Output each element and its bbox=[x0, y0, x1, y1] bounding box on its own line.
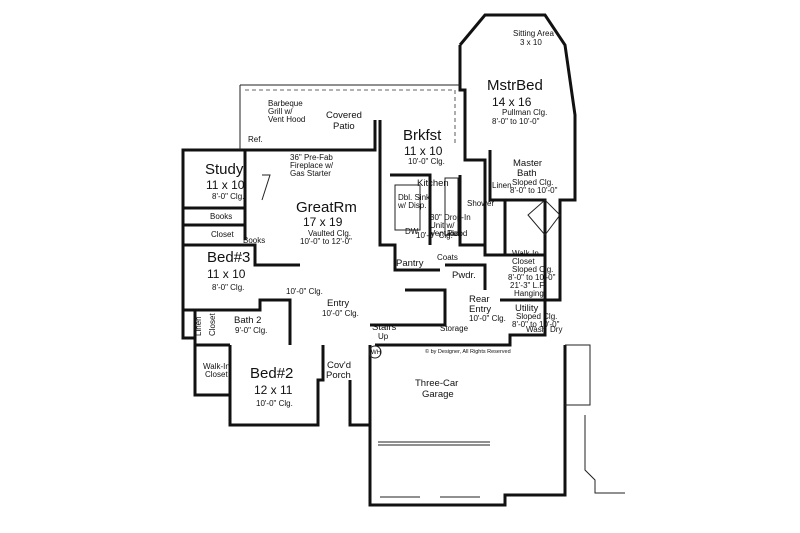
shower-label: Shower bbox=[467, 199, 494, 208]
great-room-label: GreatRm bbox=[296, 199, 357, 216]
walkin-closet-master-ceiling-height: 8'-0" to 10'-0" bbox=[508, 273, 556, 282]
bed2-walkin-label: Walk-In bbox=[203, 362, 230, 371]
interior-walls bbox=[183, 120, 561, 345]
rear-entry-label-2: Entry bbox=[469, 304, 491, 315]
porch-label: Cov'd bbox=[327, 360, 351, 371]
rear-entry-ceiling: 10'-0" Clg. bbox=[469, 314, 506, 323]
master-bed-dims: 14 x 16 bbox=[492, 95, 532, 109]
great-room-books-label: Books bbox=[243, 236, 265, 245]
entry-ceiling: 10'-0" Clg. bbox=[322, 309, 359, 318]
kitchen-cooktop-label: 30" Drop-In bbox=[430, 213, 471, 222]
kitchen-ceiling: 10'-0" Clg. bbox=[416, 231, 453, 240]
study-books-label: Books bbox=[210, 212, 232, 221]
breakfast-ceiling: 10'-0" Clg. bbox=[408, 157, 445, 166]
bath2-linen-label: Linen bbox=[194, 316, 203, 336]
great-room-ceiling: Vaulted Clg. bbox=[308, 229, 351, 238]
hall-ceiling: 10'-0" Clg. bbox=[286, 287, 323, 296]
master-bed-ceiling: Pullman Clg. bbox=[502, 108, 547, 117]
walkin-closet-master-hanging-2: Hanging bbox=[514, 289, 544, 298]
sitting-area-label: Sitting Area bbox=[513, 29, 554, 38]
dishwasher-label: DW bbox=[405, 227, 419, 236]
bbq-label: Barbeque bbox=[268, 99, 303, 108]
stairs-direction: Up bbox=[378, 332, 389, 341]
bed3-closet-label: Closet bbox=[211, 230, 234, 239]
bbq-label-3: Vent Hood bbox=[268, 115, 305, 124]
study-dims: 11 x 10 bbox=[206, 178, 245, 192]
copyright-notice: © by Designer, All Rights Reserved bbox=[425, 348, 511, 355]
bed2-walkin-label-2: Closet bbox=[205, 370, 228, 379]
washer-label: Wash bbox=[526, 325, 546, 334]
sitting-area-dims: 3 x 10 bbox=[520, 38, 542, 47]
powder-label: Pwdr. bbox=[452, 270, 476, 281]
garage-label-2: Garage bbox=[422, 389, 454, 400]
kitchen-cooktop-label-3: Vent Hood bbox=[430, 229, 467, 238]
bed2-label: Bed#2 bbox=[250, 365, 293, 382]
bath2-closet-label: Closet bbox=[208, 313, 217, 336]
bed3-label: Bed#3 bbox=[207, 249, 250, 266]
patio-ref-label: Ref. bbox=[248, 135, 263, 144]
bed3-dims: 11 x 10 bbox=[207, 267, 246, 281]
linen-label: Linen bbox=[492, 181, 512, 190]
water-heater-label: WH bbox=[371, 350, 381, 356]
master-bath-ceiling: Sloped Clg. bbox=[512, 178, 553, 187]
rear-entry-label: Rear bbox=[469, 294, 490, 305]
walkin-closet-master-ceiling: Sloped Clg. bbox=[512, 265, 553, 274]
covered-patio-label-2: Patio bbox=[333, 121, 355, 132]
great-room-ceiling-height: 10'-0" to 12'-0" bbox=[300, 237, 352, 246]
kitchen-label: Kitchen bbox=[417, 178, 449, 189]
storage-label: Storage bbox=[440, 324, 469, 333]
master-bath-label: Master bbox=[513, 158, 542, 169]
bath2-label: Bath 2 bbox=[234, 315, 261, 326]
water-heater-icon bbox=[368, 345, 382, 359]
master-bath-label-2: Bath bbox=[517, 168, 537, 179]
bed2-ceiling: 10'-0" Clg. bbox=[256, 399, 293, 408]
bbq-label-2: Grill w/ bbox=[268, 107, 293, 116]
fireplace-label-3: Gas Starter bbox=[290, 169, 331, 178]
covered-patio-label: Covered bbox=[326, 110, 362, 121]
kitchen-sink-label-2: w/ Disp. bbox=[397, 201, 426, 210]
kitchen-cooktop-label-2: Unit w/ bbox=[430, 221, 455, 230]
exterior-walls bbox=[181, 13, 625, 507]
utility-label: Utility bbox=[515, 303, 538, 314]
bed3-ceiling: 8'-0" Clg. bbox=[212, 283, 244, 292]
fireplace-label: 36" Pre-Fab bbox=[290, 153, 333, 162]
fireplace-label-2: Fireplace w/ bbox=[290, 161, 334, 170]
walkin-closet-master-label: Walk-In bbox=[512, 249, 539, 258]
stairs-label: Stairs bbox=[372, 322, 397, 333]
bed2-dims: 12 x 11 bbox=[254, 383, 293, 397]
breakfast-label: Brkfst bbox=[403, 127, 442, 144]
porch-label-2: Porch bbox=[326, 370, 351, 381]
master-bed-ceiling-height: 8'-0" to 10'-0" bbox=[492, 117, 540, 126]
breakfast-dims: 11 x 10 bbox=[404, 144, 443, 158]
coats-label: Coats bbox=[437, 253, 458, 262]
master-bath-ceiling-height: 8'-0" to 10'-0" bbox=[510, 186, 558, 195]
walkin-closet-master-hanging: 21'-3" L.F. bbox=[510, 281, 546, 290]
master-bed-label: MstrBed bbox=[487, 77, 543, 94]
utility-ceiling: Sloped Clg. bbox=[516, 312, 557, 321]
walkin-closet-master-label-2: Closet bbox=[512, 257, 535, 266]
bath2-ceiling: 9'-0" Clg. bbox=[235, 326, 267, 335]
study-ceiling: 8'-0" Clg. bbox=[212, 192, 244, 201]
pantry-label: Pantry bbox=[396, 258, 424, 269]
kitchen-sink-label: Dbl. Sink bbox=[398, 193, 431, 202]
study-label: Study bbox=[205, 161, 244, 178]
utility-ceiling-height: 8'-0" to 10'-0" bbox=[512, 320, 560, 329]
great-room-dims: 17 x 19 bbox=[303, 215, 343, 229]
dryer-label: Dry bbox=[550, 325, 562, 334]
kitchen-ref-label: Ref. bbox=[447, 229, 462, 238]
entry-label: Entry bbox=[327, 298, 349, 309]
garage-label: Three-Car bbox=[415, 378, 458, 389]
